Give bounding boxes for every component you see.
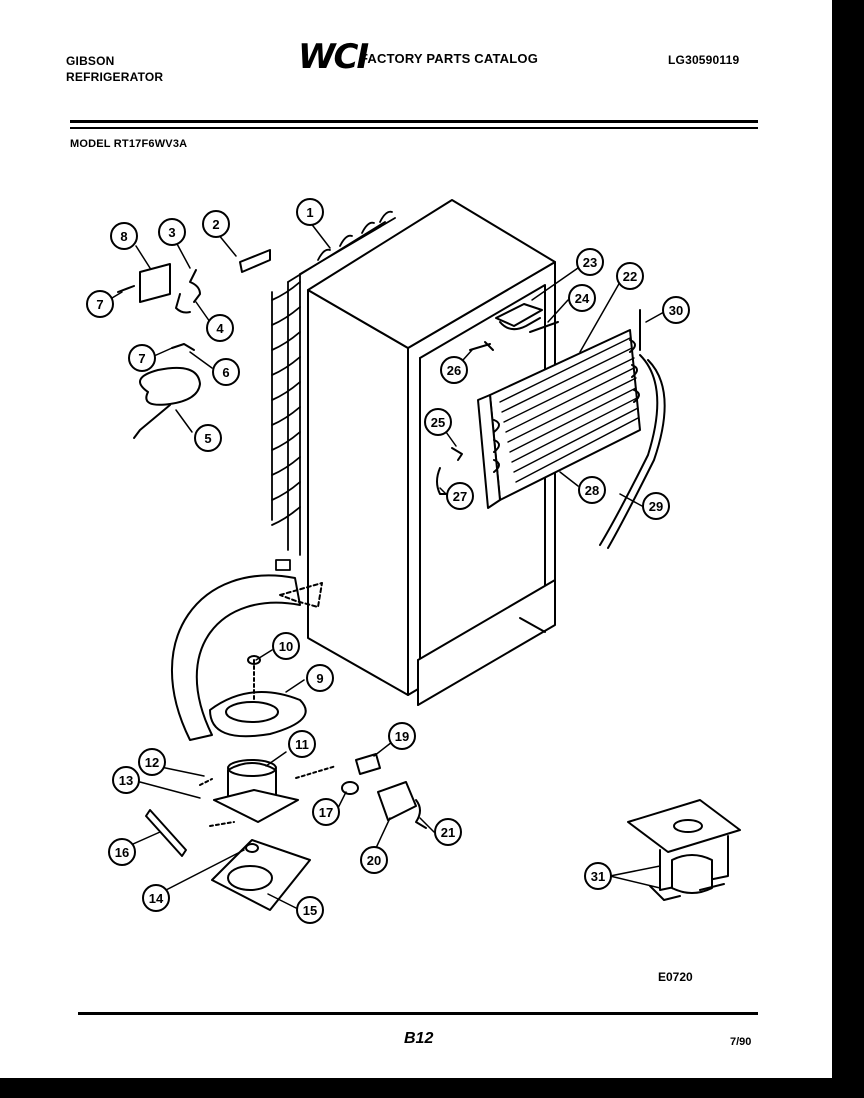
model-label: MODEL RT17F6WV3A <box>70 138 188 150</box>
figure-code: E0720 <box>658 970 693 984</box>
callout-30: 30 <box>662 296 690 324</box>
callout-26: 26 <box>440 356 468 384</box>
compressor-mount-arrow <box>279 582 323 608</box>
callout-17: 17 <box>312 798 340 826</box>
catalog-code: LG30590119 <box>668 53 740 67</box>
refrigerator-cabinet <box>307 199 556 706</box>
page-number: B12 <box>404 1030 434 1047</box>
callout-3: 3 <box>158 218 186 246</box>
header-rule-top <box>70 120 758 123</box>
compressor-inset-31 <box>627 799 741 901</box>
compressor-assembly <box>199 655 337 827</box>
svg-text:31: 31 <box>591 869 605 884</box>
callout-9: 9 <box>306 664 334 692</box>
callout-1: 1 <box>296 198 324 226</box>
relay-overload-parts <box>341 753 427 829</box>
catalog-title: FACTORY PARTS CATALOG <box>360 51 539 66</box>
wci-logo: WCI <box>298 37 369 77</box>
svg-text:7: 7 <box>138 351 145 366</box>
svg-text:28: 28 <box>585 483 599 498</box>
callout-7a: 7 <box>86 290 114 318</box>
callout-23: 23 <box>576 248 604 276</box>
svg-text:14: 14 <box>149 891 164 906</box>
svg-text:19: 19 <box>395 729 409 744</box>
drier-16 <box>145 809 187 857</box>
svg-text:11: 11 <box>295 737 309 752</box>
svg-text:12: 12 <box>145 755 159 770</box>
evaporator <box>477 329 641 509</box>
callout-13: 13 <box>112 766 140 794</box>
base-bracket-15 <box>211 839 311 911</box>
callout-7b: 7 <box>128 344 156 372</box>
callout-4: 4 <box>206 314 234 342</box>
svg-text:27: 27 <box>453 489 467 504</box>
svg-text:15: 15 <box>303 903 317 918</box>
callout-28: 28 <box>578 476 606 504</box>
defrost-timer-bracket <box>495 303 559 333</box>
callout-31: 31 <box>584 862 612 890</box>
callout-29: 29 <box>642 492 670 520</box>
power-cord-parts <box>117 249 271 439</box>
svg-text:9: 9 <box>316 671 323 686</box>
screw-26 <box>469 341 494 351</box>
svg-text:4: 4 <box>216 321 224 336</box>
part-27 <box>436 467 453 495</box>
svg-text:10: 10 <box>279 639 293 654</box>
svg-text:17: 17 <box>319 805 333 820</box>
svg-text:24: 24 <box>575 291 590 306</box>
callout-22: 22 <box>616 262 644 290</box>
airflow-arrow <box>171 574 301 741</box>
callout-15: 15 <box>296 896 324 924</box>
svg-text:29: 29 <box>649 499 663 514</box>
part-25 <box>451 447 463 461</box>
callout-8: 8 <box>110 222 138 250</box>
callout-5: 5 <box>194 424 222 452</box>
callout-11: 11 <box>288 730 316 758</box>
svg-text:20: 20 <box>367 853 381 868</box>
defrost-heater-cord <box>599 354 659 546</box>
callout-27: 27 <box>446 482 474 510</box>
brand-label: GIBSON <box>66 54 115 68</box>
svg-text:26: 26 <box>447 363 461 378</box>
svg-text:23: 23 <box>583 255 597 270</box>
svg-text:6: 6 <box>222 365 229 380</box>
callout-21: 21 <box>434 818 462 846</box>
leader-lines <box>111 221 665 909</box>
callout-12: 12 <box>138 748 166 776</box>
callout-20: 20 <box>360 846 388 874</box>
catalog-sheet: GIBSON REFRIGERATOR WCI FACTORY PARTS CA… <box>0 0 834 1078</box>
callout-2: 2 <box>202 210 230 238</box>
svg-text:1: 1 <box>306 205 313 220</box>
svg-text:30: 30 <box>669 303 683 318</box>
svg-text:16: 16 <box>115 845 129 860</box>
svg-text:2: 2 <box>212 217 219 232</box>
product-label: REFRIGERATOR <box>66 70 164 84</box>
condenser-coil <box>271 210 396 571</box>
callout-25: 25 <box>424 408 452 436</box>
callout-6: 6 <box>212 358 240 386</box>
callout-16: 16 <box>108 838 136 866</box>
footer-rule <box>78 1012 758 1015</box>
callout-14: 14 <box>142 884 170 912</box>
defrost-heater-cord-inner <box>607 359 666 549</box>
revision-date: 7/90 <box>730 1036 752 1048</box>
svg-text:21: 21 <box>441 825 455 840</box>
header-rule-bottom <box>70 127 758 129</box>
callout-24: 24 <box>568 284 596 312</box>
callout-19: 19 <box>388 722 416 750</box>
svg-text:13: 13 <box>119 773 133 788</box>
svg-text:7: 7 <box>96 297 103 312</box>
callout-10: 10 <box>272 632 300 660</box>
exploded-parts-diagram: 1 2 3 4 5 6 7 7 8 9 10 11 12 13 14 15 16… <box>86 198 741 924</box>
svg-text:3: 3 <box>168 225 175 240</box>
svg-text:25: 25 <box>431 415 445 430</box>
svg-text:5: 5 <box>204 431 211 446</box>
svg-text:8: 8 <box>120 229 127 244</box>
svg-text:22: 22 <box>623 269 637 284</box>
